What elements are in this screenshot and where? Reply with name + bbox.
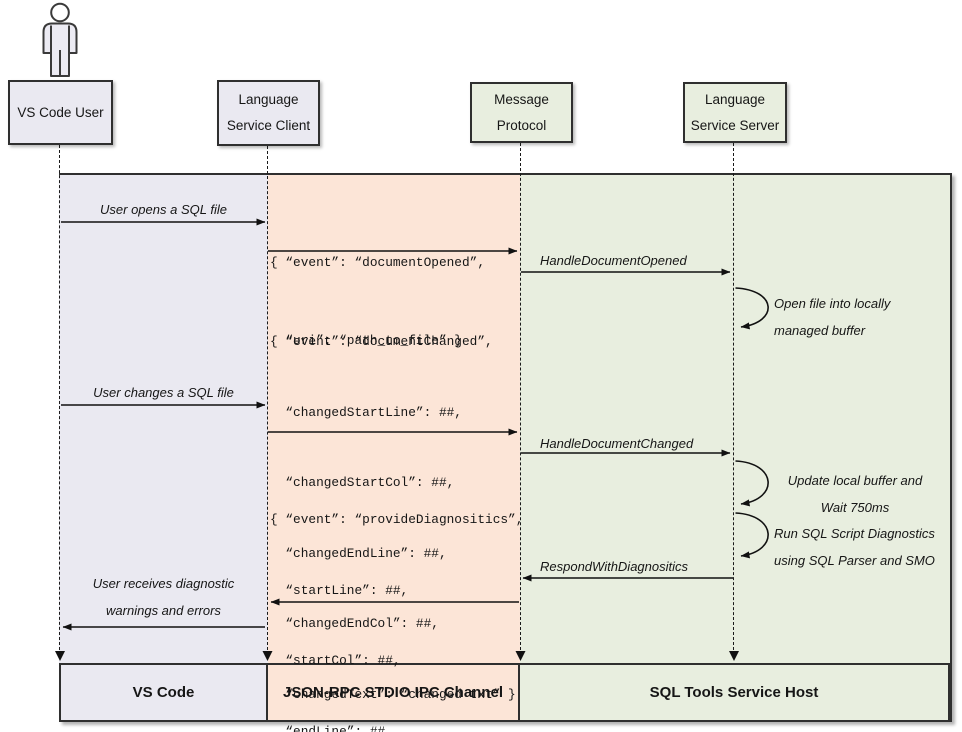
- lifeline-message-protocol: [519, 143, 521, 650]
- actor-label-line1: Message: [494, 91, 549, 107]
- actor-label-line1: Language: [238, 92, 299, 107]
- actor-label-line2: Protocol: [496, 117, 547, 133]
- message-label-handle-changed: HandleDocumentChanged: [540, 436, 694, 451]
- actor-box-language-service-server: Language Service Server: [683, 82, 787, 143]
- action-label-run-diagnostics: Run SQL Script Diagnostics using SQL Par…: [774, 526, 935, 568]
- message-label-user-changes: User changes a SQL file: [93, 385, 234, 400]
- footer-box-ipc-channel: JSON-RPC STDIO IPC Channel: [268, 663, 520, 722]
- message-label-respond: RespondWithDiagnositics: [540, 559, 689, 574]
- actor-label-line2: Service Server: [690, 117, 780, 133]
- payload-document-opened: { “event”: “documentOpened”, “uri”: “pat…: [270, 255, 486, 348]
- payload-provide-diagnostics: { “event”: “provideDiagnositics”, “start…: [270, 512, 524, 732]
- lifeline-service-client: [266, 146, 268, 650]
- swimlane-panel: VS Code JSON-RPC STDIO IPC Channel SQL T…: [59, 173, 952, 722]
- footer-box-service-host: SQL Tools Service Host: [520, 663, 950, 722]
- actor-label-line2: Service Client: [226, 118, 311, 133]
- lane-vscode: [59, 175, 268, 663]
- actor-box-vscode-user: VS Code User: [8, 80, 113, 145]
- footer-label: VS Code: [132, 684, 195, 701]
- action-label-open-buffer: Open file into locally managed buffer: [774, 296, 891, 338]
- message-label-user-receives: User receives diagnostic warnings and er…: [92, 576, 235, 618]
- action-label-update-buffer: Update local buffer and Wait 750ms: [787, 473, 923, 515]
- actor-box-language-service-client: Language Service Client: [217, 80, 320, 146]
- message-label-user-opens: User opens a SQL file: [100, 202, 227, 217]
- actor-label-line1: Language: [704, 91, 766, 107]
- actor-box-message-protocol: Message Protocol: [470, 82, 573, 143]
- lane-ipc-channel: [268, 175, 520, 663]
- message-label-handle-opened: HandleDocumentOpened: [540, 253, 687, 268]
- lifeline-vscode-user: [59, 145, 61, 650]
- lane-service-host: [520, 175, 950, 663]
- footer-label: JSON-RPC STDIO IPC Channel: [282, 684, 504, 701]
- lifeline-service-server: [733, 143, 735, 650]
- footer-box-vscode: VS Code: [59, 663, 268, 722]
- footer-label: SQL Tools Service Host: [649, 684, 819, 701]
- user-actor-icon: [42, 2, 78, 77]
- actor-label: VS Code User: [17, 104, 104, 120]
- payload-document-changed: { “event”: “documentChanged”, “changedSt…: [270, 334, 516, 702]
